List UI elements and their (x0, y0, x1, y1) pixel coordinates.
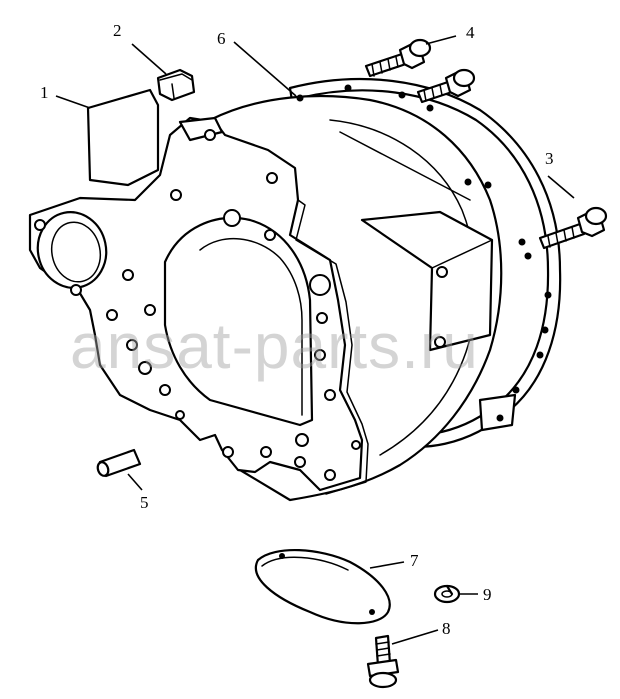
plate-bolt-hole (324, 389, 336, 401)
starter-mount-face (431, 239, 493, 269)
flange-hole (426, 104, 434, 112)
flange-hole (524, 252, 532, 260)
flange-hole (464, 178, 472, 186)
flange-hole (344, 84, 352, 92)
plate-bolt-hole (170, 189, 182, 201)
callout-7: 7 (410, 551, 419, 570)
callout-labels: 1 2 3 4 5 6 7 8 9 (40, 21, 554, 638)
flywheel-housing (28, 77, 562, 502)
callout-3: 3 (545, 149, 554, 168)
plate-bolt-hole (351, 440, 361, 450)
plate-edge (295, 199, 369, 495)
flange-hole (496, 414, 504, 422)
starter-bolt-hole (434, 336, 446, 348)
lock-washer (433, 584, 461, 604)
cap-screw-lower (366, 634, 400, 689)
leader-line-2 (131, 43, 167, 75)
plate-bolt-hole (295, 433, 309, 447)
callout-9: 9 (483, 585, 492, 604)
accessory-bore-inner (50, 221, 102, 283)
plate-bolt-hole (204, 129, 216, 141)
cap-screw-upper (364, 38, 432, 78)
leader-line-6 (233, 41, 297, 97)
leader-line-4 (425, 35, 457, 45)
bell-opening-inner (199, 237, 303, 416)
leader-line-8 (391, 629, 439, 645)
flange-hole (541, 326, 549, 334)
plate-bolt-hole (34, 219, 46, 231)
plate-bolt-hole (294, 456, 306, 468)
plate-bolt-hole (70, 284, 82, 296)
plate-dowel-hole (223, 209, 241, 227)
plate-bolt-hole (314, 349, 326, 361)
housing-bell-shoulder (339, 131, 471, 201)
flange-hole (544, 291, 552, 299)
flange-hole (536, 351, 544, 359)
callout-5: 5 (140, 493, 149, 512)
plate-bolt-hole (126, 339, 138, 351)
plate-bolt-hole (159, 384, 171, 396)
plate-bolt-hole (144, 304, 156, 316)
plate-bolt-hole (316, 312, 328, 324)
plate-dowel-hole (309, 274, 331, 296)
bell-opening (163, 216, 314, 427)
flange-hole (518, 238, 526, 246)
flange-hole (484, 181, 492, 189)
callout-2: 2 (113, 21, 122, 40)
callout-4: 4 (466, 23, 475, 42)
plate-bolt-hole (122, 269, 134, 281)
dowel-pin (96, 448, 142, 478)
leader-line-7 (369, 561, 405, 569)
flange-hole (296, 94, 304, 102)
plate-bolt-hole (266, 172, 278, 184)
flange-hole (512, 386, 520, 394)
cover-plate (254, 548, 391, 625)
plate-bolt-hole (175, 410, 185, 420)
plate-bolt-hole (264, 229, 276, 241)
callout-6: 6 (217, 29, 226, 48)
plate-bolt-hole (138, 361, 152, 375)
starter-bolt-hole (436, 266, 448, 278)
plug (156, 68, 196, 102)
plate-bolt-hole (106, 309, 118, 321)
plate-bolt-hole (324, 469, 336, 481)
leader-line-3 (547, 175, 575, 199)
leader-lines (55, 35, 575, 645)
leader-line-1 (55, 95, 91, 109)
plate-bolt-hole (260, 446, 272, 458)
top-boss (86, 88, 160, 187)
callout-8: 8 (442, 619, 451, 638)
cap-screw-right (538, 206, 608, 250)
leader-line-5 (127, 473, 143, 491)
callout-1: 1 (40, 83, 49, 102)
watermark-text: ansat-parts.ru (70, 310, 479, 382)
flange-hole (398, 91, 406, 99)
cap-screw-middle (416, 68, 476, 104)
housing-lower-boss (478, 393, 517, 432)
plate-bolt-hole (222, 446, 234, 458)
